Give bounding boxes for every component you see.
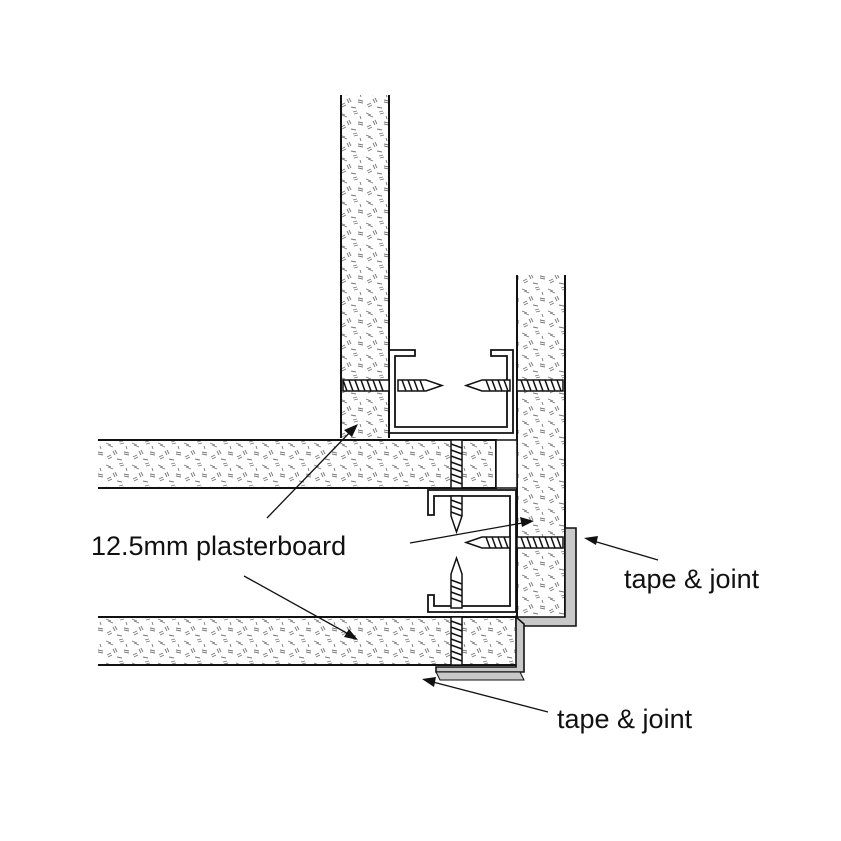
screw-horizontal-right (463, 379, 564, 392)
screw-horizontal-left (342, 379, 445, 392)
leader-tape-joint-lower (422, 677, 549, 713)
horizontal-board-upper (98, 439, 518, 489)
lower-metal-channel (427, 489, 517, 613)
leader-tape-joint-upper (584, 536, 659, 561)
leader-plasterboard-lower (243, 575, 358, 640)
screw-vertical-lower (450, 555, 463, 666)
upper-metal-channel (388, 349, 514, 434)
vertical-board-outer (516, 275, 566, 618)
plasterboard-label: 12.5mm plasterboard (91, 531, 346, 561)
leader-plasterboard-channel (409, 517, 534, 544)
leader-plasterboard-vertical (266, 424, 358, 519)
corner-tape-strip (435, 527, 577, 681)
horizontal-board-lower (98, 616, 516, 666)
tape-joint-lower-label: tape & joint (557, 704, 693, 734)
tape-joint-upper-label: tape & joint (624, 564, 760, 594)
screw-vertical-upper (450, 439, 463, 535)
screw-horizontal-lower (463, 536, 564, 549)
